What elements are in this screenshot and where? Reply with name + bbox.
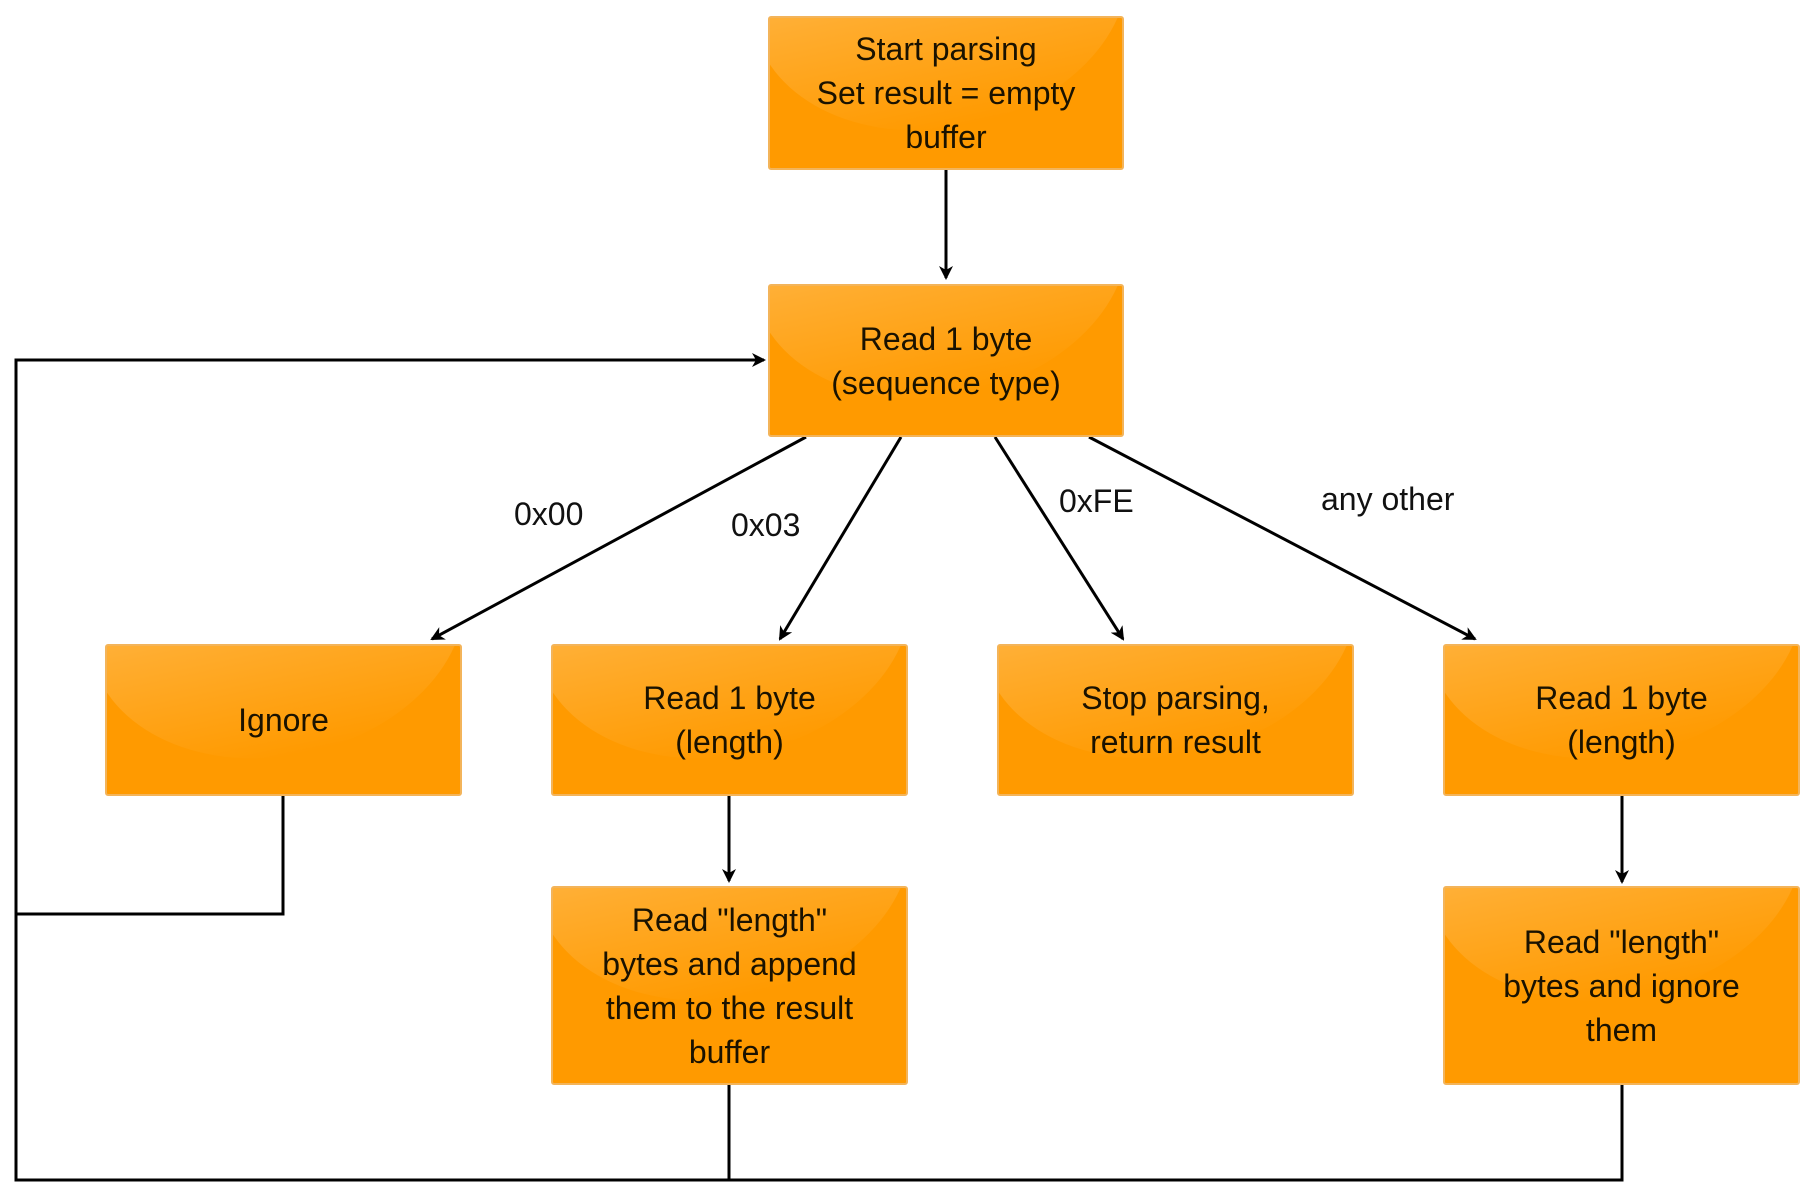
append-bytes-box: Read "length" bytes and append them to t… bbox=[551, 886, 908, 1085]
read-sequence-type-box: Read 1 byte (sequence type) bbox=[768, 284, 1124, 437]
ignore-text: Ignore bbox=[238, 702, 329, 738]
read-sequence-type-text: Read 1 byte (sequence type) bbox=[831, 320, 1061, 401]
edge-label-any-other: any other bbox=[1321, 481, 1455, 517]
arrow-read-type-to-stop bbox=[993, 436, 1125, 641]
append-bytes-text: Read "length" bytes and append them to t… bbox=[602, 901, 857, 1070]
edge-label-0x00: 0x00 bbox=[514, 496, 584, 532]
edge-label-0x03: 0x03 bbox=[731, 507, 801, 543]
arrow-read-type-to-read-length-other bbox=[1088, 435, 1477, 641]
stop-parsing-text: Stop parsing, return result bbox=[1081, 680, 1270, 760]
read-length-box-other: Read 1 byte (length) bbox=[1443, 644, 1800, 796]
ignore-box: Ignore bbox=[105, 644, 462, 796]
loop-line-from-ignore-bytes bbox=[14, 353, 1624, 1182]
ignore-bytes-text: Read "length" bytes and ignore them bbox=[1503, 923, 1740, 1048]
arrow-read-type-to-read-length-03 bbox=[778, 436, 903, 641]
edge-label-0xfe: 0xFE bbox=[1059, 483, 1134, 519]
arrow-read-type-to-ignore bbox=[430, 435, 807, 641]
start-parsing-text: Start parsing Set result = empty buffer bbox=[816, 31, 1076, 155]
loop-line-from-ignore bbox=[16, 796, 285, 916]
ignore-bytes-box: Read "length" bytes and ignore them bbox=[1443, 886, 1800, 1085]
read-length-text-other: Read 1 byte (length) bbox=[1535, 680, 1708, 760]
read-length-box-03: Read 1 byte (length) bbox=[551, 644, 908, 796]
stop-parsing-box: Stop parsing, return result bbox=[997, 644, 1354, 796]
read-length-text-03: Read 1 byte (length) bbox=[643, 680, 816, 760]
start-parsing-box: Start parsing Set result = empty buffer bbox=[768, 16, 1124, 170]
